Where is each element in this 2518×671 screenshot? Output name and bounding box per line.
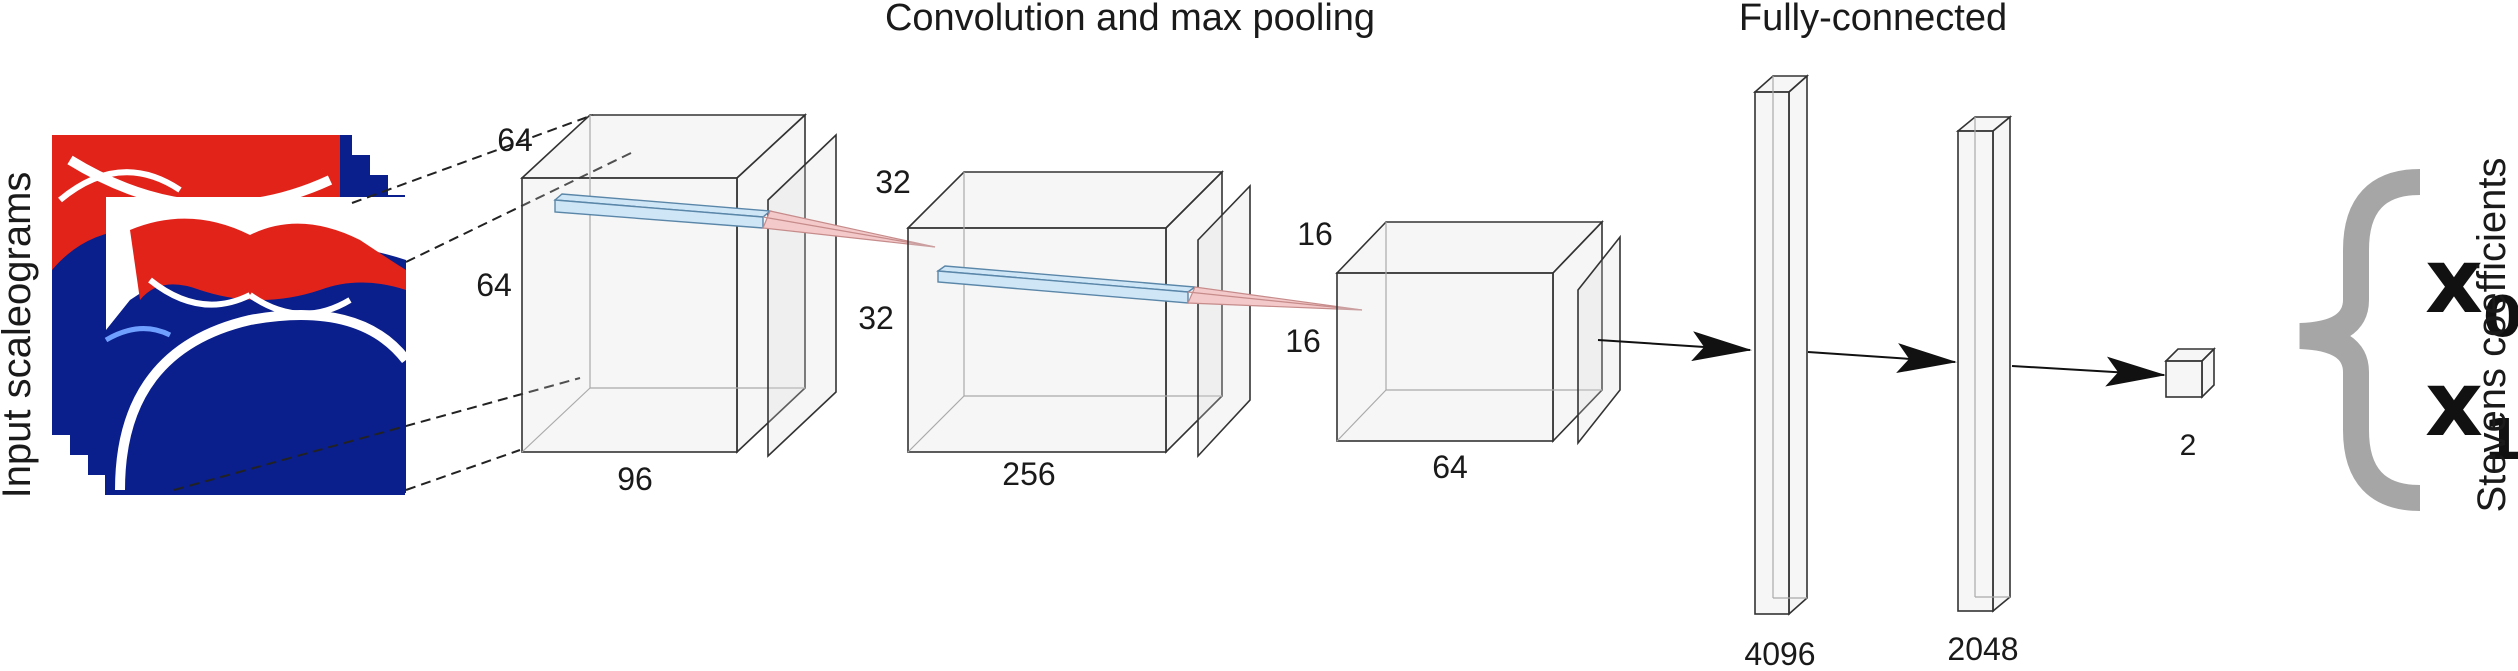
block2-depth-label: 32 bbox=[875, 164, 911, 200]
conv-block-1 bbox=[519, 113, 936, 458]
block1-depth-label: 64 bbox=[497, 122, 533, 158]
scaleogram-front bbox=[104, 197, 410, 493]
output-size-label: 2 bbox=[2180, 429, 2197, 462]
input-connectors bbox=[173, 114, 634, 491]
input-label: Input scaleograms bbox=[0, 172, 39, 499]
output-cube bbox=[2164, 347, 2216, 399]
block3-height-label: 16 bbox=[1285, 323, 1321, 359]
fc-layer-1 bbox=[1752, 74, 1810, 616]
fc1-size-label: 4096 bbox=[1744, 636, 1815, 671]
fc-layer-2 bbox=[1955, 115, 2013, 613]
block2-height-label: 32 bbox=[858, 300, 894, 336]
output-x0: x0 bbox=[2425, 229, 2518, 350]
fc-heading: Fully-connected bbox=[1739, 0, 2007, 39]
conv-block-2 bbox=[906, 170, 1363, 459]
arrow-to-fc2 bbox=[1807, 343, 1957, 374]
curly-brace-icon bbox=[2299, 169, 2421, 511]
conv-heading: Convolution and max pooling bbox=[885, 0, 1375, 39]
block1-width-label: 96 bbox=[617, 461, 653, 497]
arrow-to-fc1 bbox=[1597, 331, 1752, 362]
block3-depth-label: 16 bbox=[1297, 216, 1333, 252]
block3-width-label: 64 bbox=[1432, 449, 1468, 485]
output-label: Stevens coefficients bbox=[2470, 157, 2514, 512]
block2-width-label: 256 bbox=[1002, 456, 1055, 492]
scaleogram-stack bbox=[52, 135, 410, 495]
fc2-size-label: 2048 bbox=[1947, 631, 2018, 667]
block1-height-label: 64 bbox=[476, 267, 512, 303]
output-x1: x1 bbox=[2425, 352, 2518, 473]
conv-block-3 bbox=[1335, 220, 1621, 446]
arrow-to-output bbox=[2011, 356, 2166, 387]
